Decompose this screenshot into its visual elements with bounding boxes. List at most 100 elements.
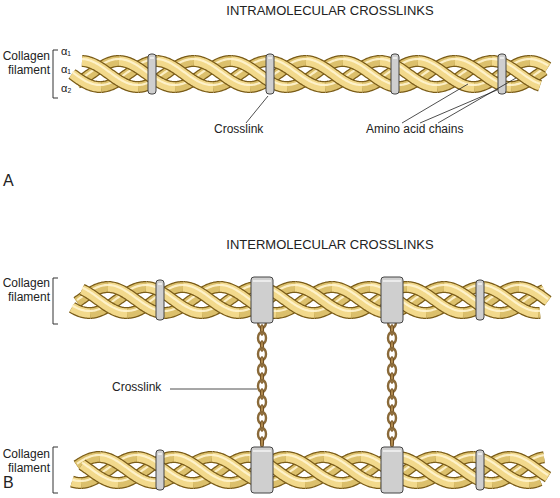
crosslink-clip xyxy=(251,447,273,493)
strand-highlight xyxy=(306,59,362,85)
chain-link xyxy=(390,389,393,400)
chain-link xyxy=(390,325,393,336)
strand-highlight xyxy=(398,455,454,481)
crosslink-clip xyxy=(476,450,484,490)
clip-band xyxy=(156,450,164,490)
amino-acid-strand xyxy=(530,59,548,67)
chain-link xyxy=(390,373,393,384)
amino-acid-strand xyxy=(194,59,250,87)
clip-shine xyxy=(383,280,401,282)
chain-link xyxy=(390,405,393,416)
amino-acid-strand xyxy=(529,478,540,483)
crosslink-clips xyxy=(148,54,506,493)
strand-highlight xyxy=(72,72,101,85)
filament-bracket xyxy=(53,278,58,324)
strand-label: α₁ xyxy=(61,45,81,58)
clip-shine xyxy=(253,450,271,452)
callout-label: Crosslink xyxy=(112,381,172,395)
clip-band xyxy=(148,54,156,94)
amino-acid-strand xyxy=(519,285,548,301)
panel-heading: INTRAMOLECULAR CROSSLINKS xyxy=(160,4,500,19)
strand-outline xyxy=(510,457,548,477)
filament-bracket xyxy=(53,447,58,493)
crosslink-clip xyxy=(148,54,156,94)
leader-line xyxy=(438,78,516,123)
strand-highlight xyxy=(530,59,548,65)
strand-highlight xyxy=(82,463,118,481)
crosslink-clip xyxy=(251,277,273,323)
strand-highlight xyxy=(538,310,540,312)
amino-acid-strand xyxy=(407,285,463,313)
strand-highlight xyxy=(295,285,351,311)
strand-highlight xyxy=(82,59,138,85)
strand-highlight xyxy=(183,285,239,311)
crosslink-clip xyxy=(266,54,274,94)
clip-shine xyxy=(158,283,162,285)
strand-highlight xyxy=(174,455,230,481)
amino-acid-strand xyxy=(295,285,351,313)
panel-letter: B xyxy=(3,474,23,492)
chain-link xyxy=(390,341,393,352)
panel-letter: A xyxy=(3,172,23,190)
structure-label: Collagen filament xyxy=(0,448,50,476)
clip-shine xyxy=(268,57,272,59)
amino-acid-strand xyxy=(82,463,118,483)
clip-shine xyxy=(393,57,397,59)
strand-highlight xyxy=(194,59,250,85)
strand-highlight xyxy=(519,285,548,299)
strand-highlight xyxy=(529,478,540,481)
collagen-filament xyxy=(72,59,548,87)
strand-highlight xyxy=(510,455,548,475)
chain-link xyxy=(260,405,263,416)
leader-line xyxy=(170,389,257,390)
chain-link xyxy=(260,373,263,384)
strand-highlight xyxy=(82,288,127,311)
crosslink-chain xyxy=(388,316,396,448)
strand-label: α₂ xyxy=(61,82,81,95)
callout-label: Crosslink xyxy=(214,123,294,137)
amino-acid-strand xyxy=(418,59,474,87)
amino-acid-strand xyxy=(72,72,101,87)
strand-outline xyxy=(538,307,540,319)
clip-band xyxy=(476,280,484,320)
leader-line xyxy=(420,90,497,123)
amino-acid-strand xyxy=(72,480,81,483)
clip-band xyxy=(381,277,403,323)
chain-link xyxy=(260,437,263,448)
amino-acid-strand xyxy=(82,59,138,87)
crosslink-clip xyxy=(381,447,403,493)
crosslink-chains xyxy=(258,316,396,448)
panel-heading: INTERMOLECULAR CROSSLINKS xyxy=(160,238,500,253)
strand-highlight xyxy=(407,285,463,311)
chain-link xyxy=(260,421,263,432)
amino-acid-strand xyxy=(398,455,454,483)
clip-shine xyxy=(158,453,162,455)
clip-band xyxy=(251,277,273,323)
brackets xyxy=(53,50,58,493)
strand-label: α₁ xyxy=(61,63,81,76)
clip-shine xyxy=(478,453,482,455)
structure-label: Collagen filament xyxy=(0,277,50,305)
filament-bracket xyxy=(53,50,58,98)
crosslink-clip xyxy=(391,54,399,94)
chain-link xyxy=(390,357,393,368)
leader-line xyxy=(402,84,468,123)
crosslink-clip xyxy=(381,277,403,323)
chain-link xyxy=(390,421,393,432)
amino-acid-strand xyxy=(306,59,362,87)
structure-label: Collagen filament xyxy=(0,50,50,78)
crosslink-chain xyxy=(258,316,266,448)
chain-link xyxy=(260,357,263,368)
amino-acid-strand xyxy=(72,305,90,313)
crosslink-clip xyxy=(156,280,164,320)
clip-shine xyxy=(500,57,504,59)
chain-link xyxy=(260,389,263,400)
strand-body xyxy=(538,308,540,318)
strand-body xyxy=(510,457,548,477)
clip-shine xyxy=(253,280,271,282)
amino-acid-strand xyxy=(510,455,548,477)
strand-highlight xyxy=(418,59,474,85)
crosslink-clip xyxy=(476,280,484,320)
strand-highlight xyxy=(72,305,90,311)
